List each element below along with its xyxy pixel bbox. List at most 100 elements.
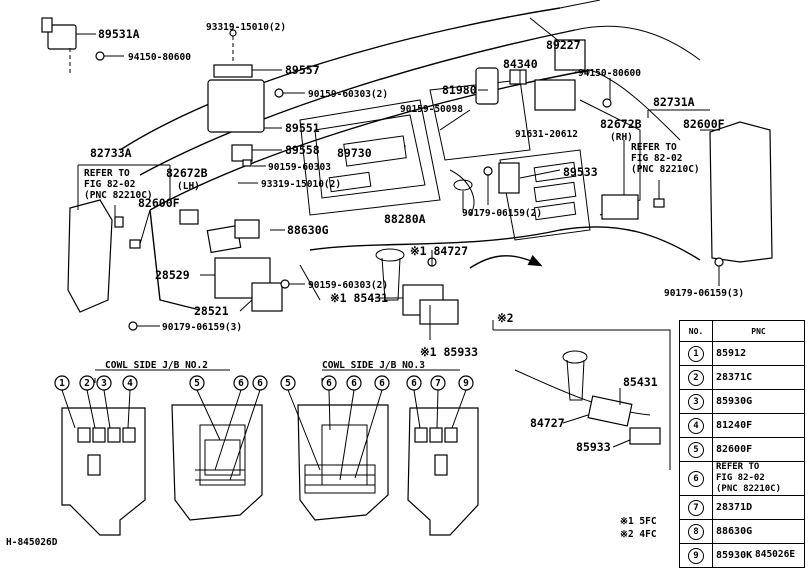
leader-lines — [69, 17, 720, 340]
label-84727-a: ※1 84727 — [410, 244, 468, 258]
label-90179-06159-a: 90179-06159(2) — [462, 208, 542, 219]
label-85431-a: ※1 85431 — [330, 291, 388, 305]
inset-box — [492, 320, 671, 470]
jb-b-num-1: 5 — [194, 378, 200, 389]
legend-row: 2 28371C — [679, 365, 805, 390]
jb-circle-numbers: 1 2 3 4 5 6 6 5 6 6 6 6 7 9 — [59, 378, 469, 389]
jb-d-num-2: 7 — [435, 378, 441, 389]
label-81980: 81980 — [442, 83, 477, 97]
label-lh: (LH) — [177, 181, 200, 192]
legend-pnc-refer: REFER TO FIG 82-02 (PNC 82210C) — [712, 461, 805, 496]
refer-right-line3: (PNC 82210C) — [631, 164, 700, 175]
legend-header: NO. PNC — [679, 320, 805, 342]
legend-no: 8 — [688, 523, 704, 540]
jb-a-num-4: 4 — [127, 378, 133, 389]
label-82672B-lh: 82672B — [166, 166, 208, 180]
legend-no: 2 — [688, 369, 704, 386]
label-89558: 89558 — [285, 143, 320, 157]
label-82600F-l: 82600F — [138, 196, 180, 210]
junction-blocks — [61, 369, 479, 536]
refer-right-line1: REFER TO — [631, 142, 677, 153]
legend-no: 4 — [688, 417, 704, 434]
label-94150-80600-a: 94150-80600 — [128, 52, 191, 63]
label-93319-15010-b: 93319-15010(2) — [261, 179, 341, 190]
label-85933-a: ※1 85933 — [420, 345, 478, 359]
legend-col-pnc: PNC — [712, 320, 805, 342]
label-90159-50098: 90159-50098 — [400, 104, 463, 115]
legend-no: 7 — [688, 499, 704, 516]
legend-refer-line2: FIG 82-02 — [716, 473, 765, 483]
jb-a-num-3: 3 — [101, 378, 107, 389]
legend-row: 5 82600F — [679, 437, 805, 462]
label-89531A: 89531A — [98, 27, 140, 41]
jb-b-num-2: 6 — [238, 378, 244, 389]
label-88630G: 88630G — [287, 223, 329, 237]
note-1: ※1 5FC — [620, 516, 657, 527]
label-94150-80600-b: 94150-80600 — [578, 68, 641, 79]
label-82672B-rh: 82672B — [600, 117, 642, 131]
jb-c-num-2: 6 — [326, 378, 332, 389]
legend-row: 6 REFER TO FIG 82-02 (PNC 82210C) — [679, 461, 805, 496]
legend-no: 3 — [688, 393, 704, 410]
jb-d-num-3: 9 — [463, 378, 469, 389]
label-88280A: 88280A — [384, 212, 426, 226]
jb-c-num-1: 5 — [285, 378, 291, 389]
label-82733A: 82733A — [90, 146, 132, 160]
refer-right-line2: FIG 82-02 — [631, 153, 682, 164]
label-85431-b: 85431 — [623, 375, 658, 389]
label-28529: 28529 — [155, 268, 190, 282]
legend-no: 5 — [688, 441, 704, 458]
label-84340: 84340 — [503, 57, 538, 71]
legend-row: 7 28371D — [679, 495, 805, 520]
legend-pnc: 88630G — [712, 519, 805, 544]
refer-left-line1: REFER TO — [84, 168, 130, 179]
legend-pnc: 81240F — [712, 413, 805, 438]
jb-a-num-1: 1 — [59, 378, 65, 389]
legend-refer-line3: (PNC 82210C) — [716, 484, 782, 494]
legend-pnc: 28371D — [712, 495, 805, 520]
label-cowl-side-jb3: COWL SIDE J/B NO.3 — [322, 360, 425, 371]
jb-b-num-3: 6 — [257, 378, 263, 389]
label-84727-b: 84727 — [530, 416, 565, 430]
label-90159-60303-b: 90159-60303 — [268, 162, 331, 173]
label-89557: 89557 — [285, 63, 320, 77]
label-mark2: ※2 — [497, 311, 514, 325]
legend-col-no: NO. — [679, 320, 713, 342]
label-90179-06159-c: 90179-06159(3) — [162, 322, 242, 333]
legend-pnc: 85912 — [712, 341, 805, 366]
legend-refer-line1: REFER TO — [716, 462, 760, 472]
label-89227: 89227 — [546, 38, 581, 52]
label-28521: 28521 — [194, 304, 229, 318]
legend-pnc: 85930K — [712, 543, 805, 568]
legend-pnc: 85930G — [712, 389, 805, 414]
legend-row: 9 85930K — [679, 543, 805, 568]
jb-number-circles — [54, 375, 474, 481]
jb-c-num-4: 6 — [379, 378, 385, 389]
legend-pnc: 82600F — [712, 437, 805, 462]
label-82600F-r: 82600F — [683, 117, 725, 131]
label-85933-b: 85933 — [576, 440, 611, 454]
label-rh: (RH) — [610, 132, 633, 143]
label-90159-60303-c: 90159-60303(2) — [308, 280, 388, 291]
callout-labels: 89531A 94150-80600 93319-15010(2) 89557 … — [6, 22, 795, 560]
label-91631-20612: 91631-20612 — [515, 129, 578, 140]
label-90159-60303-a: 90159-60303(2) — [308, 89, 388, 100]
legend-no: 6 — [688, 470, 704, 487]
label-89551: 89551 — [285, 121, 320, 135]
jb-c-num-3: 6 — [351, 378, 357, 389]
label-90179-06159-b: 90179-06159(3) — [664, 288, 744, 299]
legend-no: 1 — [688, 345, 704, 362]
refer-left-line2: FIG 82-02 — [84, 179, 135, 190]
legend-row: 8 88630G — [679, 519, 805, 544]
legend-row: 3 85930G — [679, 389, 805, 414]
dashboard-outline — [119, 0, 701, 311]
corner-label: H-845026D — [6, 537, 58, 548]
pnc-legend-table: NO. PNC 1 85912 2 28371C 3 85930G 4 8124… — [679, 320, 805, 568]
legend-pnc: 28371C — [712, 365, 805, 390]
label-89533: 89533 — [563, 165, 598, 179]
jb-d-num-1: 6 — [411, 378, 417, 389]
jb-a-num-2: 2 — [84, 378, 90, 389]
legend-row: 4 81240F — [679, 413, 805, 438]
legend-row: 1 85912 — [679, 341, 805, 366]
